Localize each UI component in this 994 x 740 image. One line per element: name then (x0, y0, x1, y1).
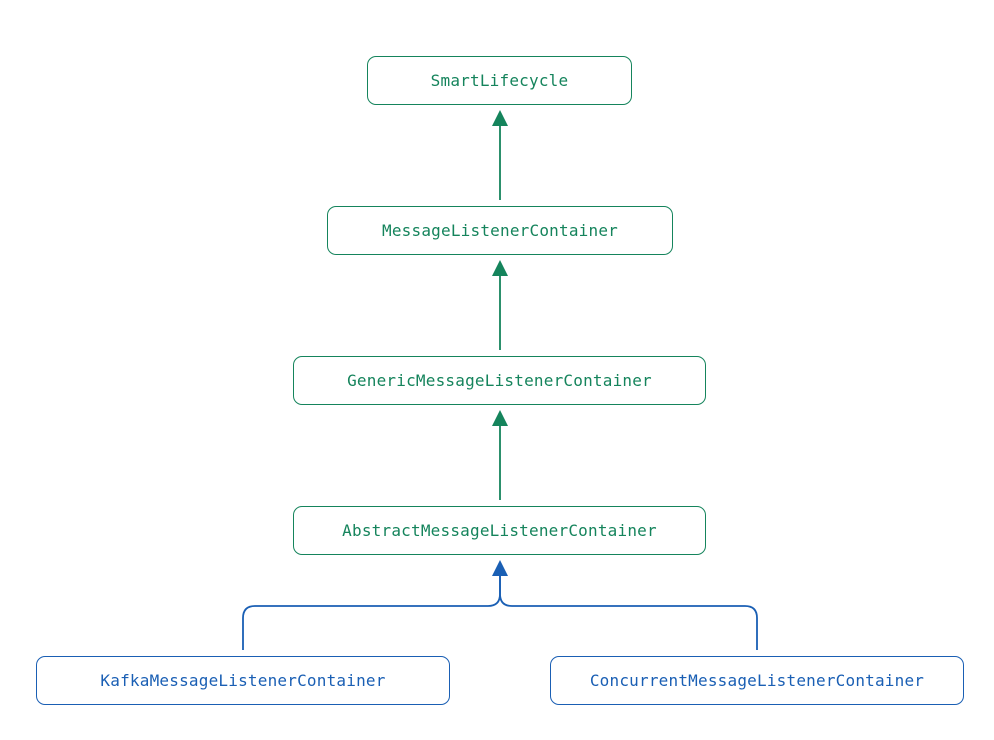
edge-concurrent-to-abstract (499, 575, 758, 650)
arrowhead-smartlifecycle (492, 110, 508, 126)
node-generic-message-listener-container: GenericMessageListenerContainer (293, 356, 706, 405)
arrowhead-mlc (492, 260, 508, 276)
arrowhead-generic (492, 410, 508, 426)
node-label: MessageListenerContainer (382, 221, 618, 240)
node-label: SmartLifecycle (430, 71, 569, 90)
node-abstract-message-listener-container: AbstractMessageListenerContainer (293, 506, 706, 555)
edge-kafka-to-abstract (242, 575, 501, 650)
node-label: KafkaMessageListenerContainer (100, 671, 386, 690)
node-label: AbstractMessageListenerContainer (342, 521, 657, 540)
node-label: GenericMessageListenerContainer (347, 371, 652, 390)
node-label: ConcurrentMessageListenerContainer (589, 671, 925, 690)
node-kafka-message-listener-container: KafkaMessageListenerContainer (36, 656, 450, 705)
node-smart-lifecycle: SmartLifecycle (367, 56, 632, 105)
arrowhead-abstract (492, 560, 508, 576)
node-concurrent-message-listener-container: ConcurrentMessageListenerContainer (550, 656, 964, 705)
node-message-listener-container: MessageListenerContainer (327, 206, 673, 255)
